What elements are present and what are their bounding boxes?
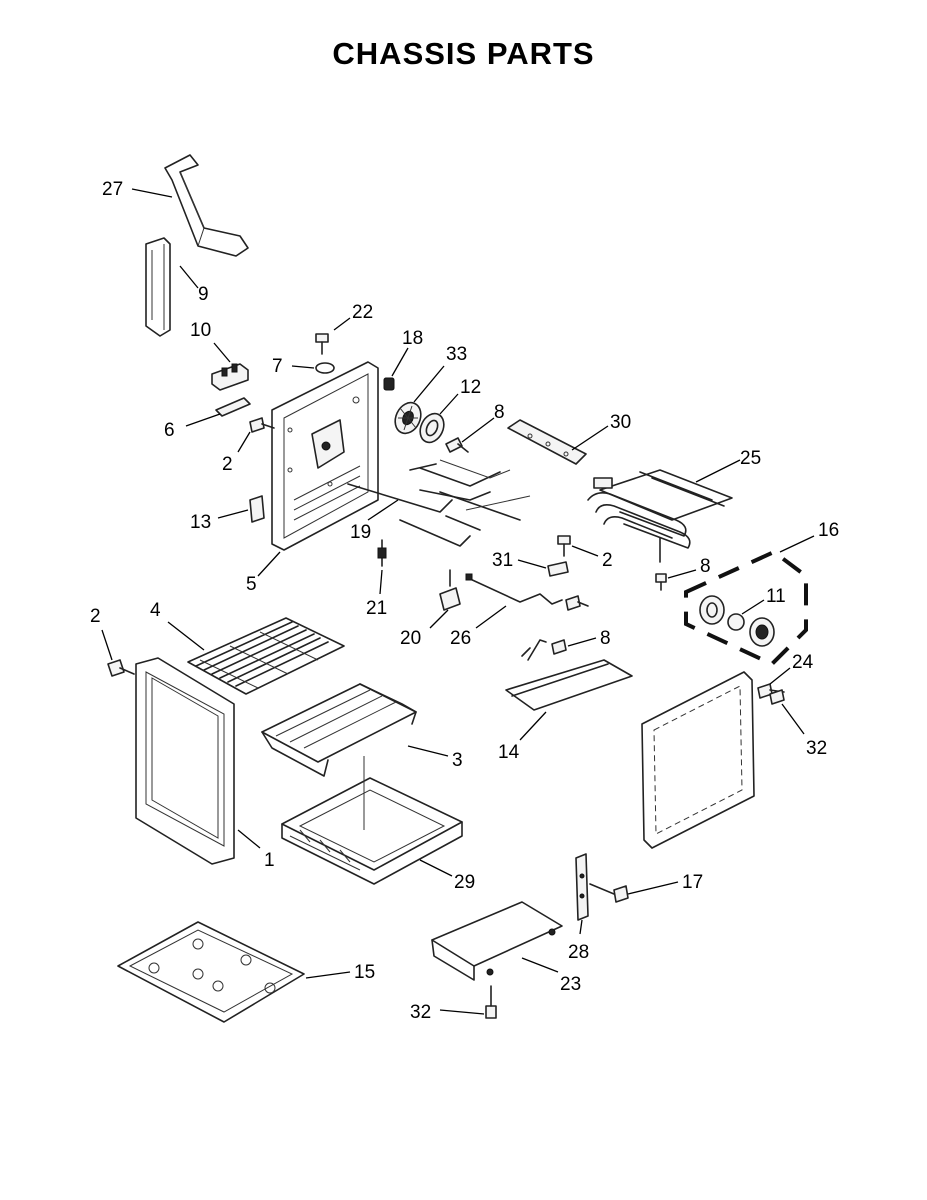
part-10-terminal-block	[211, 363, 249, 391]
part-18-fastener	[383, 377, 395, 391]
part-8-screw-top	[445, 437, 469, 453]
part-25-broil-element	[587, 469, 733, 563]
callout-21: 21	[366, 598, 387, 619]
callout-29: 29	[454, 872, 475, 893]
callout-10: 10	[190, 320, 211, 341]
part-3-pan-rack	[261, 683, 417, 777]
part-2-screw-right	[557, 535, 571, 557]
callout-1: 1	[264, 850, 275, 871]
callout-8-right: 8	[700, 556, 711, 577]
callout-13: 13	[190, 512, 211, 533]
part-15-oven-bottom	[117, 921, 305, 1023]
callout-33: 33	[446, 344, 467, 365]
part-17-screw	[589, 883, 629, 903]
page-title: CHASSIS PARTS	[332, 36, 595, 71]
part-9-side-bracket	[145, 237, 171, 337]
part-12-fan-motor	[419, 412, 445, 444]
part-19-wire-harness	[347, 459, 531, 547]
part-4-oven-rack	[187, 617, 345, 695]
part-32-screw-right	[769, 689, 785, 705]
part-13-bracket	[249, 495, 265, 523]
callout-2-left: 2	[90, 606, 101, 627]
callout-18: 18	[402, 328, 423, 349]
callout-3: 3	[452, 750, 463, 771]
part-7-clip	[315, 362, 335, 374]
part-6-bracket	[215, 397, 251, 417]
part-29-storage-drawer	[281, 756, 463, 885]
callout-8-top: 8	[494, 402, 505, 423]
callout-32-right: 32	[806, 738, 827, 759]
side-panel-right	[641, 671, 755, 849]
part-26-sensor-wire	[465, 573, 563, 605]
part-30-element-bracket	[507, 419, 587, 465]
callout-20: 20	[400, 628, 421, 649]
part-5-rear-panel	[271, 361, 379, 551]
part-21-sensor	[377, 539, 387, 567]
part-32-screw-bottom	[485, 985, 497, 1019]
part-14-bake-element	[505, 639, 633, 711]
part-33-convection-fan	[394, 401, 422, 435]
part-31-bracket	[547, 561, 569, 577]
callout-31: 31	[492, 550, 513, 571]
callout-6: 6	[164, 420, 175, 441]
part-22-screw	[315, 333, 329, 355]
callout-27: 27	[102, 179, 123, 200]
callout-2-mid: 2	[222, 454, 233, 475]
part-23-bottom-shield	[431, 901, 563, 981]
callout-30: 30	[610, 412, 631, 433]
callout-32-bottom: 32	[410, 1002, 431, 1023]
callout-14: 14	[498, 742, 520, 763]
callout-5: 5	[246, 574, 257, 595]
callout-28: 28	[568, 942, 589, 963]
callout-11: 11	[766, 586, 786, 607]
part-27-bracket	[164, 154, 249, 257]
callout-16: 16	[818, 520, 839, 541]
part-8-screw-right	[655, 573, 667, 591]
callout-25: 25	[740, 448, 761, 469]
callout-9: 9	[198, 284, 209, 305]
callout-19: 19	[350, 522, 371, 543]
callout-4: 4	[150, 600, 161, 621]
callout-8-mid: 8	[600, 628, 611, 649]
part-20-component	[439, 569, 461, 611]
part-8-screw-mid	[551, 595, 589, 655]
callout-2-right: 2	[602, 550, 613, 571]
part-28-bracket	[575, 853, 589, 921]
callout-17: 17	[682, 872, 703, 893]
callout-24: 24	[792, 652, 814, 673]
callout-26: 26	[450, 628, 471, 649]
callout-12: 12	[460, 377, 481, 398]
callout-7: 7	[272, 356, 283, 377]
part-16-knob-kit	[684, 549, 808, 667]
callout-23: 23	[560, 974, 581, 995]
callout-15: 15	[354, 962, 375, 983]
part-2-screw-mid	[249, 417, 275, 433]
part-2-screw-left	[107, 659, 135, 677]
callout-22: 22	[352, 302, 373, 323]
part-1-door-frame	[135, 657, 235, 865]
